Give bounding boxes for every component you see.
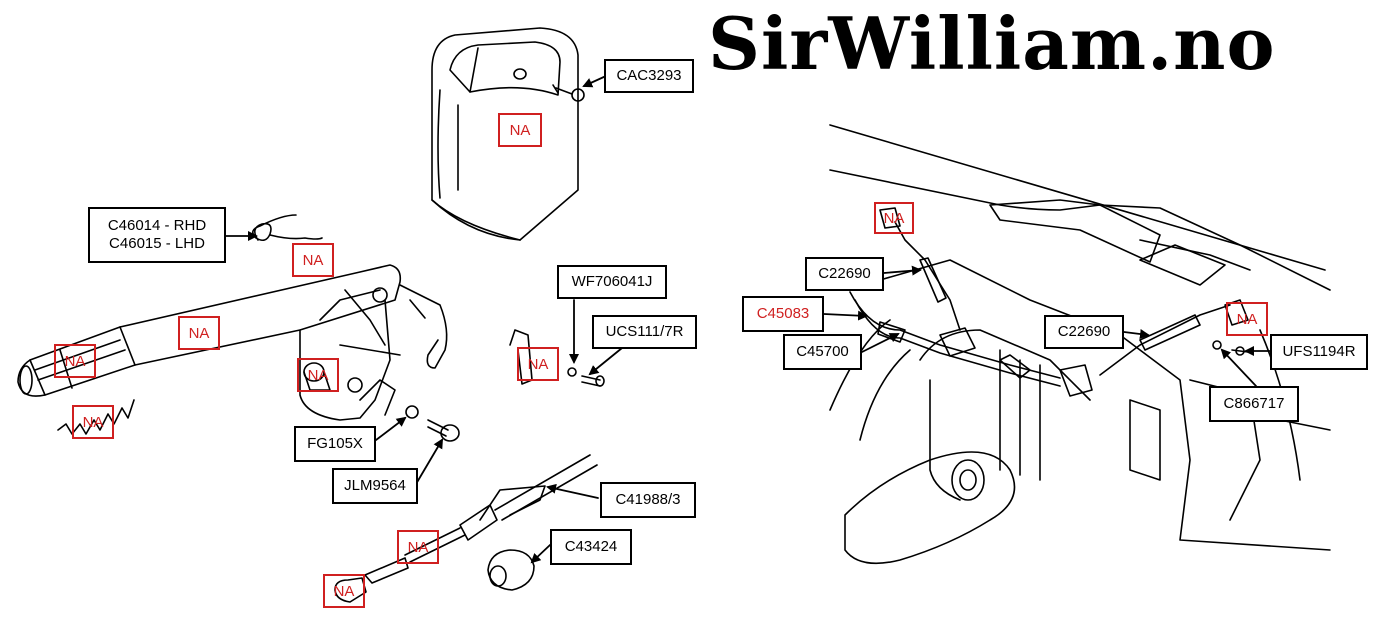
na-marker-rear-bracket[interactable]: NA — [1226, 302, 1268, 336]
label-c45700[interactable]: C45700 — [783, 334, 862, 370]
thumb-spring-drawing — [57, 399, 135, 435]
label-c43424[interactable]: C43424 — [550, 529, 632, 565]
na-marker-front-cable[interactable]: NA — [874, 202, 914, 234]
label-c866717[interactable]: C866717 — [1209, 386, 1299, 422]
na-marker-grip[interactable]: NA — [54, 344, 96, 378]
bracket-drawing — [509, 329, 605, 387]
label-cac3293[interactable]: CAC3293 — [604, 59, 694, 93]
label-c46014-c46015[interactable]: C46014 - RHD C46015 - LHD — [88, 207, 226, 263]
site-logo[interactable]: SirWilliam.no — [708, 1, 1276, 86]
pawl-spring-drawing — [252, 214, 323, 242]
leader-arrows — [225, 75, 1271, 564]
na-marker-cover[interactable]: NA — [498, 113, 542, 147]
na-marker-pivot-pin[interactable]: NA — [297, 358, 339, 392]
na-marker-bracket[interactable]: NA — [517, 347, 559, 381]
nut-c43424-drawing — [487, 549, 535, 591]
handbrake-lever-drawing — [17, 264, 448, 421]
na-marker-spring-clip[interactable]: NA — [292, 243, 334, 277]
na-marker-lever[interactable]: NA — [178, 316, 220, 350]
label-c45083[interactable]: C45083 — [742, 296, 824, 332]
na-marker-thumb-spring[interactable]: NA — [72, 405, 114, 439]
na-marker-clevis[interactable]: NA — [323, 574, 365, 608]
right-cables-drawing — [849, 207, 1249, 397]
bolt-jlm9564-drawing — [427, 419, 460, 442]
label-c41988-3[interactable]: C41988/3 — [600, 482, 696, 518]
na-marker-cable-end[interactable]: NA — [397, 530, 439, 564]
label-wf706041j[interactable]: WF706041J — [557, 265, 667, 299]
washer-fg105x-drawing — [405, 405, 419, 419]
label-ufs1194r[interactable]: UFS1194R — [1270, 334, 1368, 370]
label-ucs111-7r[interactable]: UCS111/7R — [592, 315, 697, 349]
label-jlm9564[interactable]: JLM9564 — [332, 468, 418, 504]
lever-cover-drawing — [431, 27, 579, 241]
label-fg105x[interactable]: FG105X — [294, 426, 376, 462]
car-underbody-drawing — [829, 124, 1331, 565]
screw-cac3293-drawing — [552, 84, 585, 102]
label-c22690-upper[interactable]: C22690 — [805, 257, 884, 291]
label-c22690-lower[interactable]: C22690 — [1044, 315, 1124, 349]
